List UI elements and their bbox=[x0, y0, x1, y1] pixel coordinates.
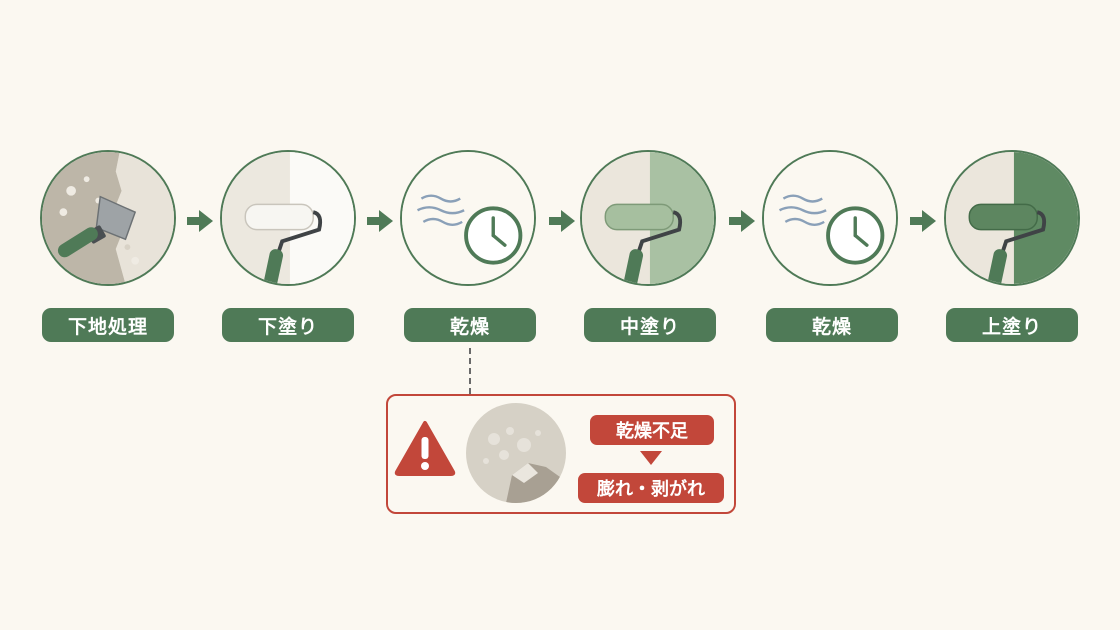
step-5-label: 乾燥 bbox=[766, 308, 898, 342]
step-5-image bbox=[762, 150, 898, 286]
step-1-label: 下地処理 bbox=[42, 308, 174, 342]
peeling-paint-image bbox=[466, 403, 566, 503]
light-green-roller-icon bbox=[582, 152, 714, 284]
arrow-right-icon bbox=[187, 210, 213, 232]
step-2-label: 下塗り bbox=[222, 308, 354, 342]
scraper-icon bbox=[42, 152, 174, 284]
warning-icon bbox=[394, 421, 456, 476]
step-4-label: 中塗り bbox=[584, 308, 716, 342]
arrow-right-icon bbox=[910, 210, 936, 232]
step-6-label: 上塗り bbox=[946, 308, 1078, 342]
white-roller-icon bbox=[222, 152, 354, 284]
step-4-image bbox=[580, 150, 716, 286]
step-3-image bbox=[400, 150, 536, 286]
dark-green-roller-icon bbox=[946, 152, 1078, 284]
drying-clock-icon bbox=[764, 152, 896, 284]
cause-badge: 乾燥不足 bbox=[590, 415, 714, 445]
step-2-image bbox=[220, 150, 356, 286]
arrow-down-icon bbox=[640, 451, 662, 465]
step-1-image bbox=[40, 150, 176, 286]
arrow-right-icon bbox=[729, 210, 755, 232]
dashed-connector bbox=[469, 348, 471, 394]
arrow-right-icon bbox=[549, 210, 575, 232]
step-3-label: 乾燥 bbox=[404, 308, 536, 342]
effect-badge: 膨れ・剥がれ bbox=[578, 473, 724, 503]
step-6-image bbox=[944, 150, 1080, 286]
arrow-right-icon bbox=[367, 210, 393, 232]
drying-clock-icon bbox=[402, 152, 534, 284]
